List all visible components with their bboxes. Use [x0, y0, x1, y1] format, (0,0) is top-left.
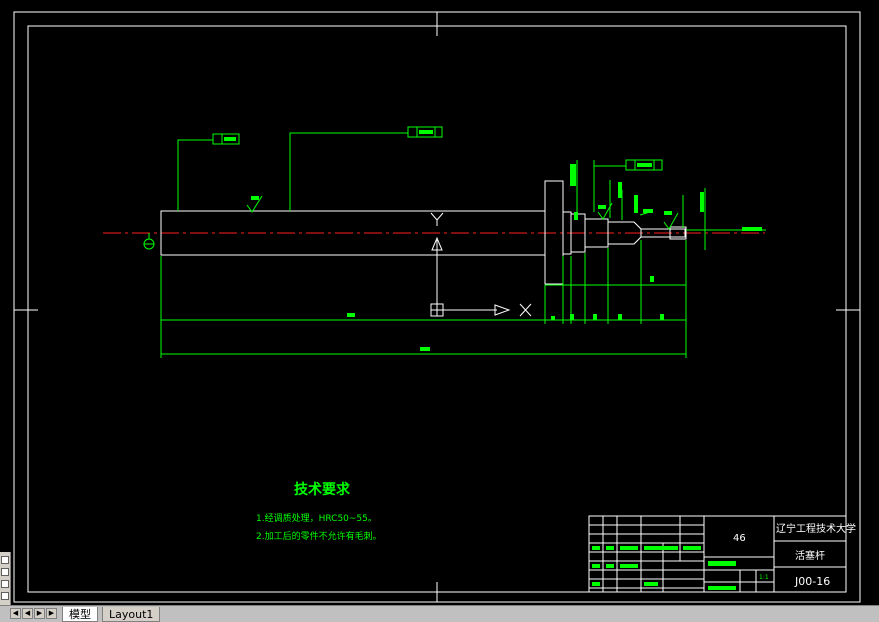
- prev-tab-icon[interactable]: ◀: [22, 608, 33, 619]
- first-tab-icon[interactable]: ◀: [10, 608, 21, 619]
- last-tab-icon[interactable]: ▶: [46, 608, 57, 619]
- tech-req-heading: 技术要求: [294, 481, 351, 498]
- tab-layout1[interactable]: Layout1: [102, 607, 161, 622]
- title-block-scale: 1:1: [759, 574, 769, 581]
- title-block-school: 辽宁工程技术大学: [776, 522, 856, 535]
- tolerance-frames: [212, 126, 663, 171]
- tab-model[interactable]: 模型: [62, 607, 98, 622]
- ucs-icon: [430, 212, 532, 317]
- centering-marks: [14, 12, 860, 602]
- toolbar-icon[interactable]: [1, 556, 9, 564]
- title-block-drawing-no: J00-16: [794, 575, 830, 588]
- title-block: [588, 515, 847, 593]
- toolbar-icon[interactable]: [1, 568, 9, 576]
- drawing-canvas[interactable]: 技术要求 1.经调质处理，HRC50~55。 2.加工后的零件不允许有毛刺。: [0, 0, 879, 605]
- title-block-part-name: 活塞杆: [795, 549, 825, 562]
- tech-req-item-2: 2.加工后的零件不允许有毛刺。: [256, 530, 382, 542]
- toolbar-icon[interactable]: [1, 580, 9, 588]
- toolbar-icon[interactable]: [1, 592, 9, 600]
- dimension-lines: [143, 132, 766, 358]
- layout-tab-bar: ◀ ◀ ▶ ▶ 模型 Layout1: [0, 605, 879, 622]
- title-block-material: 46: [733, 533, 746, 544]
- left-toolbar-strip: [0, 552, 11, 605]
- tech-req-item-1: 1.经调质处理，HRC50~55。: [256, 512, 377, 524]
- next-tab-icon[interactable]: ▶: [34, 608, 45, 619]
- dimension-value-marks: [224, 130, 762, 351]
- title-block-fill-marks: [592, 546, 736, 590]
